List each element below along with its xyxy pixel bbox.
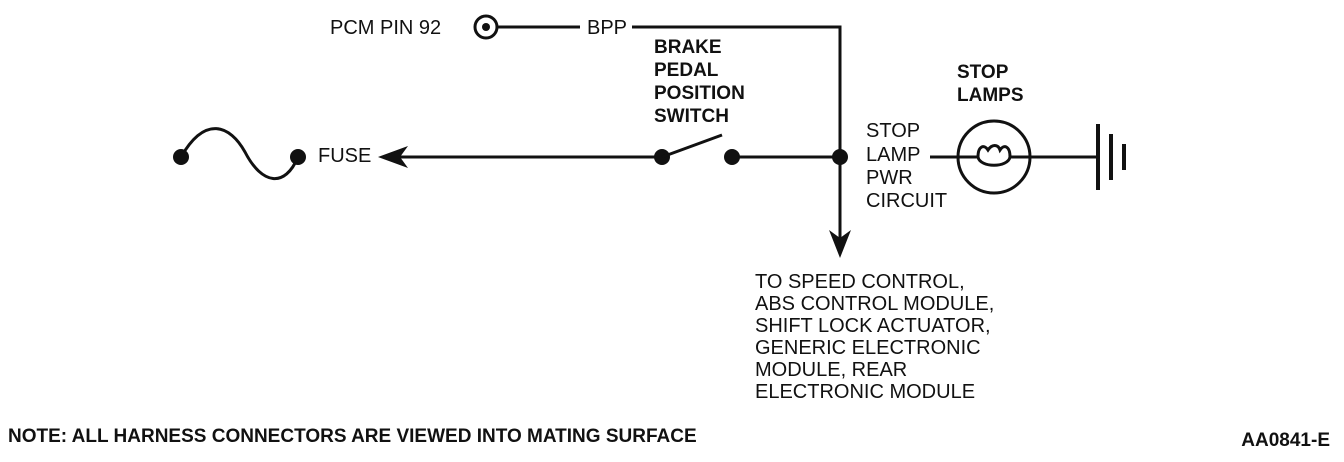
bpp-label: BPP	[587, 17, 627, 39]
lamp-icon	[956, 119, 1032, 195]
pcm-pin-label: PCM PIN 92	[330, 17, 441, 39]
module-arrow-icon	[829, 230, 851, 258]
figure-id: AA0841-E	[1241, 430, 1330, 451]
bpp-wire-right	[632, 25, 842, 157]
harness-note: NOTE: ALL HARNESS CONNECTORS ARE VIEWED …	[8, 426, 697, 447]
fuse-label: FUSE	[318, 145, 371, 167]
switch-icon	[654, 133, 740, 165]
fuse-icon	[173, 127, 306, 180]
stop-lamps-label: STOP LAMPS	[957, 62, 1024, 106]
destination-label: TO SPEED CONTROL, ABS CONTROL MODULE, SH…	[755, 271, 1000, 403]
pcm-connector-icon	[473, 14, 499, 40]
fuse-arrow-icon	[378, 146, 408, 168]
circuit-label: STOP LAMP PWR CIRCUIT	[866, 120, 947, 212]
switch-label: BRAKE PEDAL POSITION SWITCH	[654, 37, 750, 127]
ground-icon	[1096, 124, 1126, 190]
